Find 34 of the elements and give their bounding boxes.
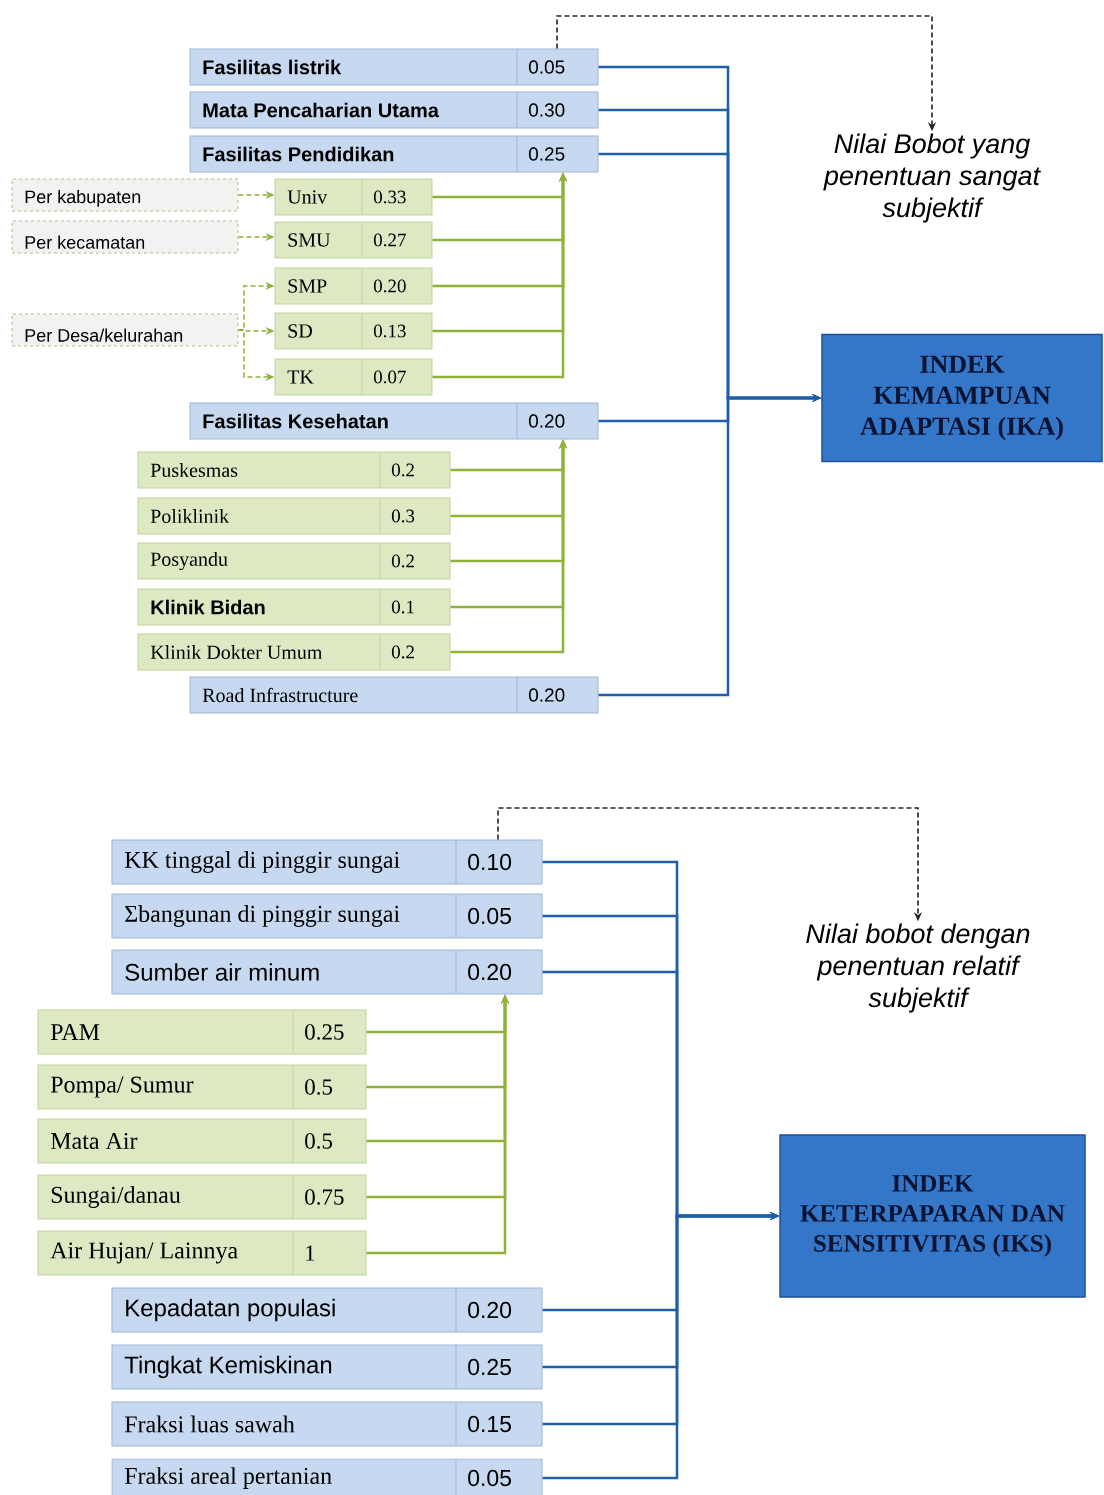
weight-row: Σbangunan di pinggir sungai 0.05	[111, 893, 543, 939]
weight-row: Tingkat Kemiskinan 0.25	[111, 1344, 543, 1390]
weight-row: SD 0.13	[274, 312, 433, 350]
weight-row: Sungai/danau 0.75	[37, 1174, 367, 1220]
note-text: Nilai bobot dengan penentuan relatif subjektif	[806, 923, 1030, 1013]
level-box: Per kabupaten	[11, 178, 239, 212]
weight-row: TK 0.07	[274, 358, 433, 396]
index-box: INDEK KEMAMPUAN ADAPTASI (IKA)	[821, 333, 1103, 463]
weight-row: Klinik Dokter Umum 0.2	[137, 633, 451, 671]
weight-row: Fraksi areal pertanian 0.05	[111, 1458, 543, 1495]
weight-row: Mata Air 0.5	[37, 1118, 367, 1164]
weight-row: Klinik Bidan 0.1	[137, 588, 451, 626]
weight-row: Fraksi luas sawah 0.15	[111, 1401, 543, 1447]
weight-row: Univ 0.33	[274, 178, 433, 216]
weight-row: Pompa/ Sumur 0.5	[37, 1064, 367, 1110]
weight-row: SMU 0.27	[274, 221, 433, 259]
weight-row: Air Hujan/ Lainnya 1	[37, 1230, 367, 1276]
weight-row: Sumber air minum 0.20	[111, 949, 543, 995]
weight-row: Fasilitas listrik 0.05	[189, 48, 599, 86]
weight-row: Posyandu 0.2	[137, 542, 451, 580]
level-box: Per Desa/kelurahan	[11, 313, 239, 347]
weight-row: Fasilitas Kesehatan 0.20	[189, 402, 599, 440]
weight-row: Fasilitas Pendidikan 0.25	[189, 135, 599, 173]
weight-row: KK tinggal di pinggir sungai 0.10	[111, 839, 543, 885]
weight-row: Kepadatan populasi 0.20	[111, 1287, 543, 1333]
weight-row: Mata Pencaharian Utama 0.30	[189, 91, 599, 129]
weight-row: Puskesmas 0.2	[137, 451, 451, 489]
weight-row: Poliklinik 0.3	[137, 497, 451, 535]
weight-row: PAM 0.25	[37, 1009, 367, 1055]
note-text: Nilai Bobot yang penentuan sangat subjektif	[823, 133, 1041, 223]
weight-row: Road Infrastructure 0.20	[189, 676, 599, 714]
index-box: INDEK KETERPAPARAN DAN SENSITIVITAS (IKS)	[779, 1134, 1086, 1298]
level-box: Per kecamatan	[11, 220, 239, 254]
weight-row: SMP 0.20	[274, 267, 433, 305]
